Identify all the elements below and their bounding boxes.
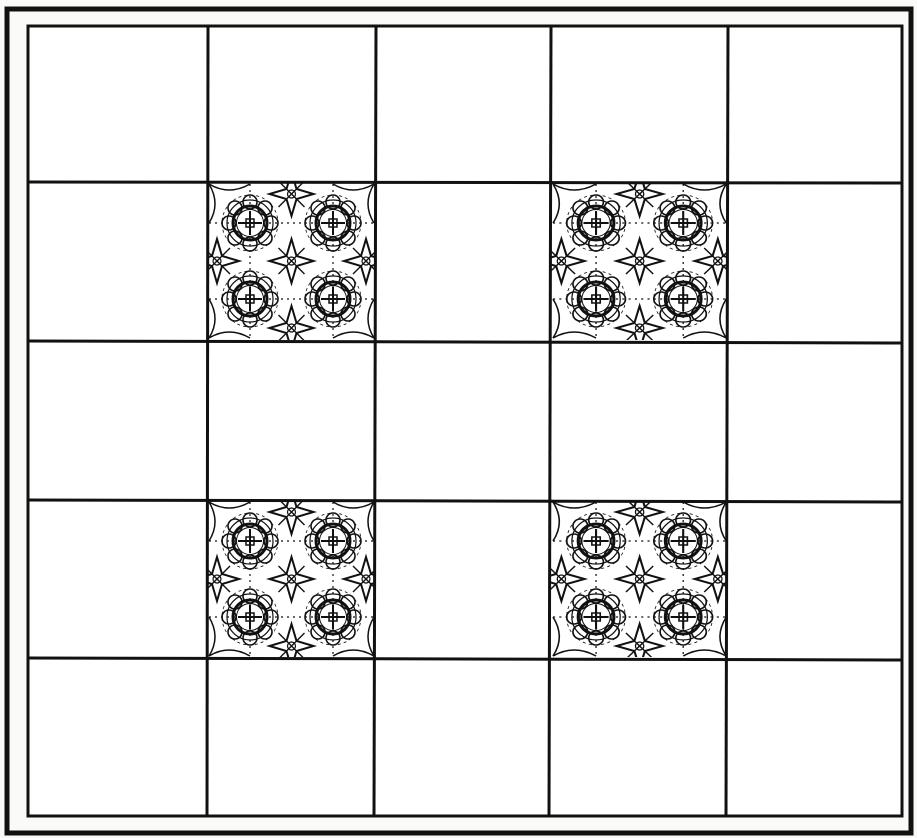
patterned-tile <box>195 490 388 668</box>
grid-line-horizontal <box>28 500 902 502</box>
patterned-tile <box>538 490 741 668</box>
grid-line-horizontal <box>28 341 902 343</box>
inner-frame <box>28 26 902 816</box>
grid-line-horizontal <box>28 658 902 660</box>
grid-line-vertical <box>207 26 208 816</box>
grid-line-vertical <box>374 26 376 816</box>
grid-line-vertical <box>549 26 551 816</box>
grid-line-horizontal <box>28 182 902 183</box>
patterned-tile <box>538 172 741 350</box>
grid-line-vertical <box>726 26 728 816</box>
patterned-tile <box>195 172 388 350</box>
